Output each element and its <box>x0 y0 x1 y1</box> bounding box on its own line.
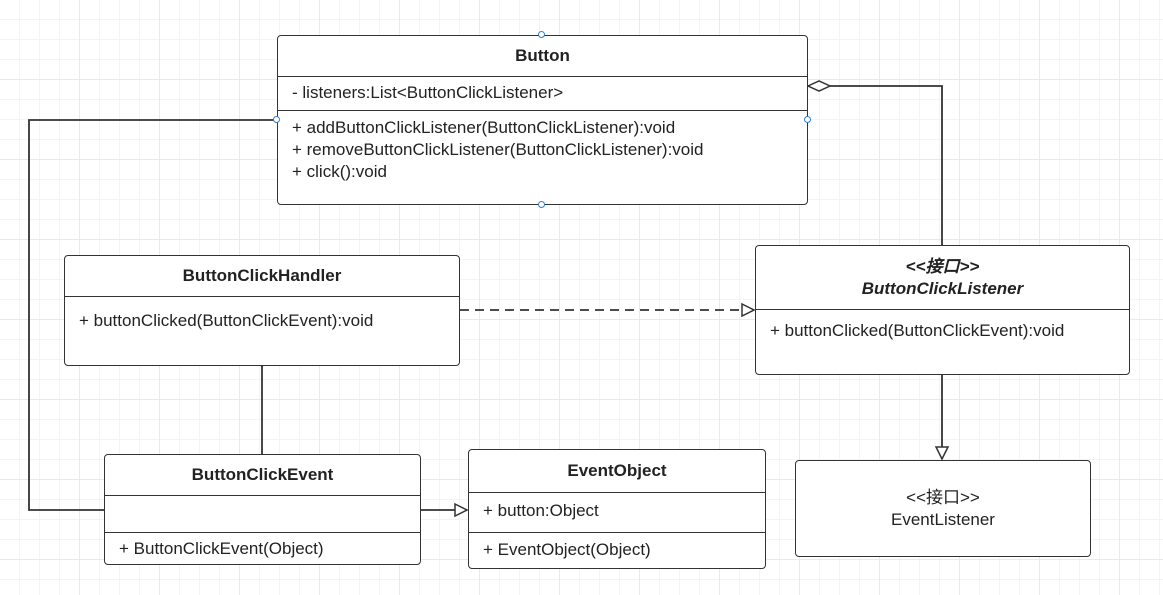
selection-handle-right[interactable] <box>804 116 811 123</box>
aggregation-button-listener[interactable] <box>808 86 943 247</box>
class-button-name: Button <box>515 46 570 65</box>
class-button-method: + removeButtonClickListener(ButtonClickL… <box>292 140 704 159</box>
class-button-click-handler[interactable]: ButtonClickHandler + buttonClicked(Butto… <box>64 255 460 366</box>
interface-button-click-listener-name: ButtonClickListener <box>861 279 1024 298</box>
class-event-object[interactable]: EventObject + button:Object + EventObjec… <box>468 449 766 569</box>
class-button-click-event-methods: + ButtonClickEvent(Object) <box>105 533 420 560</box>
class-button-click-handler-header: ButtonClickHandler <box>65 256 459 297</box>
interface-event-listener-name: EventListener <box>891 510 995 529</box>
selection-handle-top[interactable] <box>538 31 545 38</box>
class-button-attribute: - listeners:List<ButtonClickListener> <box>292 83 564 102</box>
class-button-click-handler-name: ButtonClickHandler <box>182 266 342 285</box>
class-button-attributes: - listeners:List<ButtonClickListener> <box>278 77 807 111</box>
class-button-click-event[interactable]: ButtonClickEvent + ButtonClickEvent(Obje… <box>104 454 421 565</box>
aggregation-button-event[interactable] <box>28 119 277 510</box>
class-button-click-event-method: + ButtonClickEvent(Object) <box>119 539 324 558</box>
class-event-object-header: EventObject <box>469 450 765 493</box>
selection-handle-bottom[interactable] <box>538 201 545 208</box>
class-button-click-event-attributes <box>105 496 420 533</box>
class-button-click-event-name: ButtonClickEvent <box>191 465 334 484</box>
class-event-object-attribute: + button:Object <box>483 501 599 520</box>
class-event-object-methods: + EventObject(Object) <box>469 533 765 561</box>
interface-button-click-listener-stereotype: <<接口>> <box>905 257 980 276</box>
interface-button-click-listener[interactable]: <<接口>> ButtonClickListener + buttonClick… <box>755 245 1130 375</box>
class-button-header: Button <box>278 36 807 77</box>
interface-button-click-listener-method: + buttonClicked(ButtonClickEvent):void <box>770 321 1065 340</box>
class-button-click-event-header: ButtonClickEvent <box>105 455 420 496</box>
class-button-method: + click():void <box>292 162 387 181</box>
class-event-object-method: + EventObject(Object) <box>483 540 651 559</box>
class-button-click-handler-method: + buttonClicked(ButtonClickEvent):void <box>79 311 374 330</box>
interface-button-click-listener-header: <<接口>> ButtonClickListener <box>756 246 1129 310</box>
interface-event-listener-stereotype: <<接口>> <box>906 488 980 507</box>
class-event-object-attributes: + button:Object <box>469 493 765 533</box>
class-button[interactable]: Button - listeners:List<ButtonClickListe… <box>277 35 808 205</box>
interface-button-click-listener-methods: + buttonClicked(ButtonClickEvent):void <box>756 310 1129 342</box>
selection-handle-left[interactable] <box>273 116 280 123</box>
class-button-methods: + addButtonClickListener(ButtonClickList… <box>278 111 807 183</box>
class-button-method: + addButtonClickListener(ButtonClickList… <box>292 118 676 137</box>
class-event-object-name: EventObject <box>567 461 667 480</box>
class-button-click-handler-methods: + buttonClicked(ButtonClickEvent):void <box>65 297 459 332</box>
interface-event-listener[interactable]: <<接口>> EventListener <box>795 460 1091 557</box>
